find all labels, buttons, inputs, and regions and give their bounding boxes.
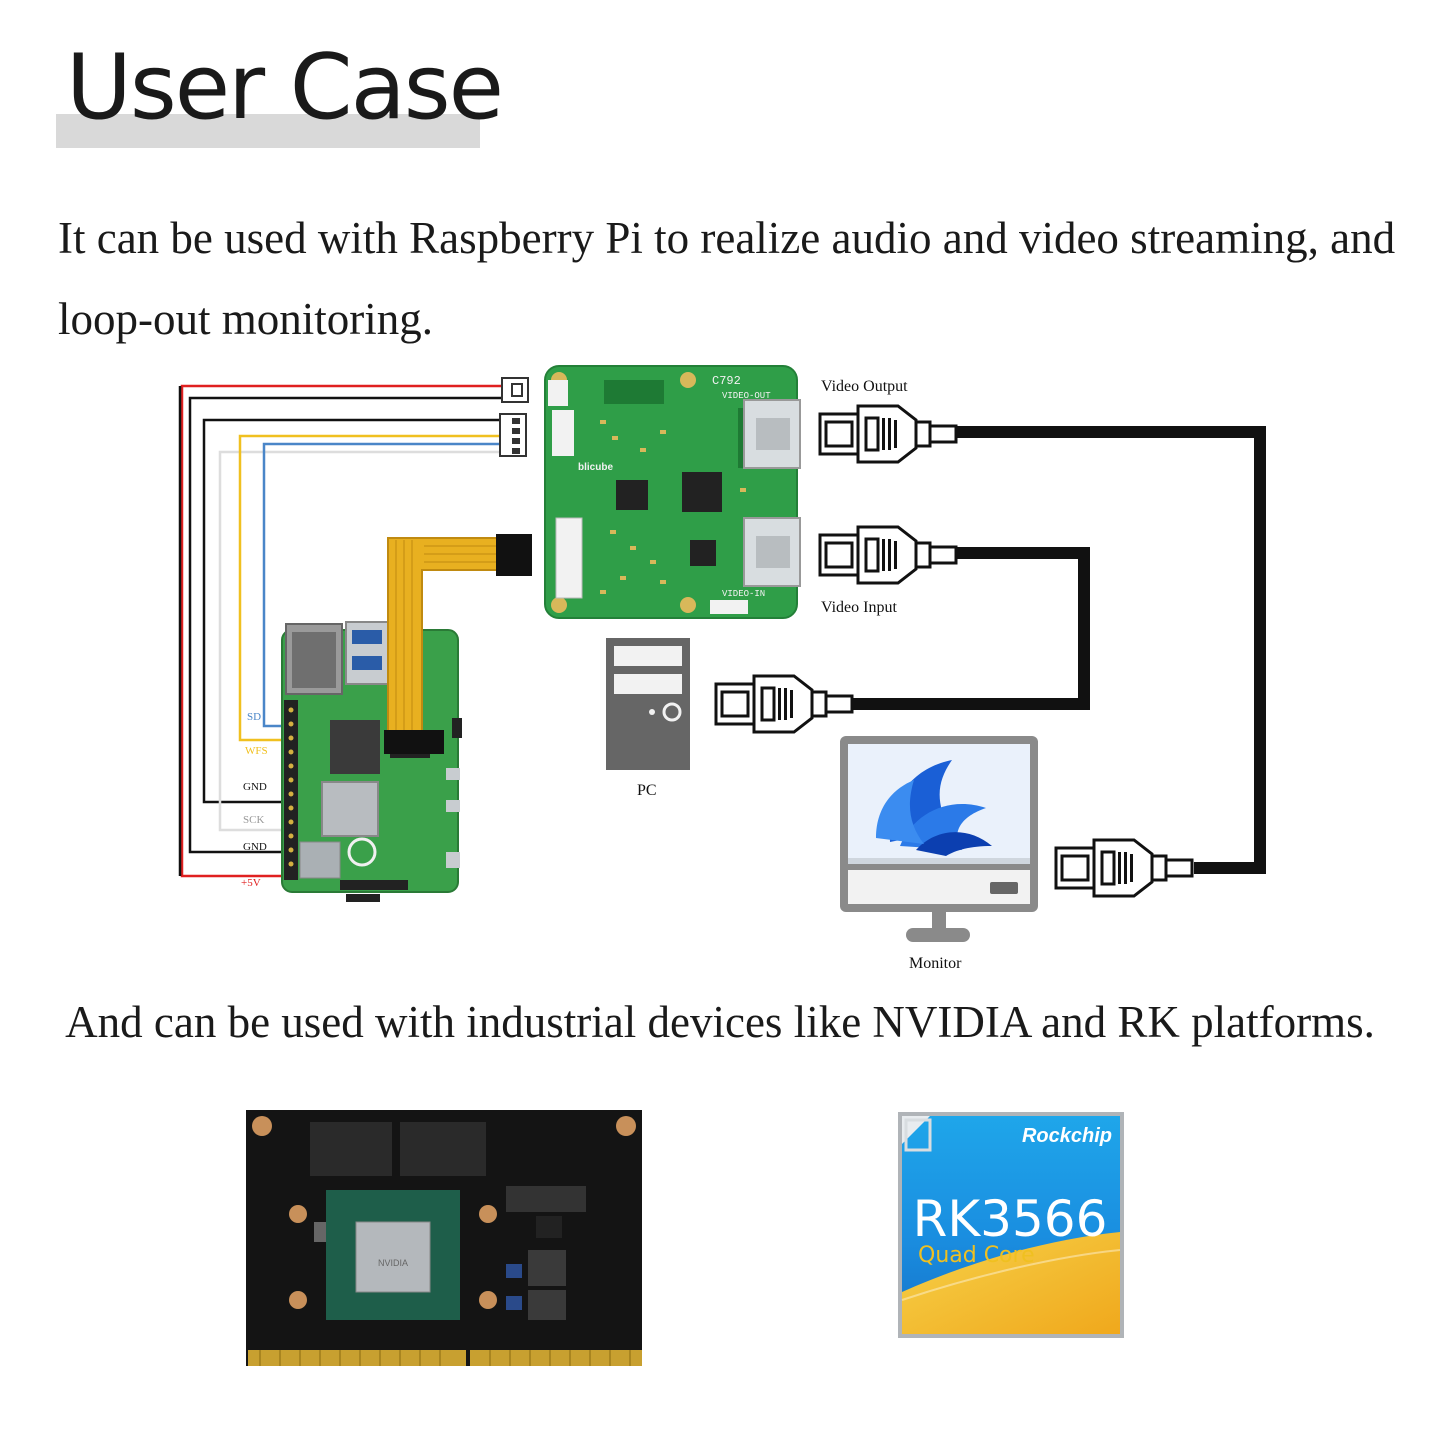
chip [690, 540, 716, 566]
raspberry-pi-board [281, 621, 462, 902]
ram-chip [330, 720, 380, 774]
rockchip-rk3566-chip: Rockchip RK3566 Quad Core [898, 1112, 1124, 1338]
memory-chip [310, 1122, 392, 1176]
mount-hole [680, 597, 696, 613]
memory-chip [400, 1122, 486, 1176]
wire-5v [180, 384, 502, 878]
wire-sck [218, 450, 500, 832]
label-pc: PC [637, 782, 657, 799]
wire-gnd-2 [202, 418, 502, 804]
nvidia-logo-text: NVIDIA [378, 1258, 408, 1268]
rockchip-brand: Rockchip [1022, 1125, 1112, 1147]
pin-label-gnd-2: GND [243, 841, 267, 853]
cable-pc-to-input [850, 547, 1090, 710]
hdmi-plug-pc [714, 674, 854, 734]
pin-label-sck: SCK [243, 814, 264, 826]
chip [616, 480, 648, 510]
wire-sd [262, 442, 500, 728]
page-title: User Case [66, 35, 504, 140]
hdmi-plug-output [818, 404, 958, 464]
ribbon-cable [384, 534, 532, 754]
rk-model: RK3566 [913, 1190, 1108, 1248]
soc-chip [321, 781, 379, 837]
label-video-output: Video Output [821, 378, 908, 395]
pin-label-gnd-1: GND [243, 781, 267, 793]
rpi-logo-icon [347, 837, 377, 867]
cable-output-to-monitor [952, 426, 1266, 874]
wire-bundle [178, 384, 502, 878]
board-port-out-label: VIDEO-OUT [722, 391, 771, 401]
pin-label-5v: +5V [241, 877, 261, 889]
pin-labels: SD WFS GND SCK GND +5V [241, 711, 268, 889]
label-video-input: Video Input [821, 599, 897, 616]
wire-connectors [499, 377, 529, 457]
hdmi-plug-monitor [1054, 838, 1194, 898]
main-chip [682, 472, 722, 512]
wire-wfs [238, 434, 500, 742]
mount-hole [252, 1116, 272, 1136]
intro-text: It can be used with Raspberry Pi to real… [58, 213, 1396, 344]
pin-label-sd: SD [247, 711, 261, 723]
c792-board: C792 VIDEO-OUT VIDEO-IN blicube [544, 365, 801, 619]
hdmi-cables [850, 426, 1266, 874]
title-underline-bar [56, 114, 480, 148]
nvidia-module: NVIDIA [246, 1110, 642, 1366]
wire-gnd-1 [188, 396, 502, 854]
rk-desc: Quad Core [918, 1243, 1035, 1268]
board-port-in-label: VIDEO-IN [722, 589, 765, 599]
pin-label-wfs: WFS [245, 745, 268, 757]
gpu-die [355, 1221, 431, 1293]
monitor-icon [840, 736, 1038, 942]
board-brand: blicube [578, 462, 613, 473]
board-model: C792 [712, 374, 741, 388]
mount-hole [680, 372, 696, 388]
label-monitor: Monitor [909, 955, 962, 972]
pc-tower-icon [606, 638, 690, 770]
gpio-header [284, 700, 298, 880]
mount-hole [551, 597, 567, 613]
platforms-text: And can be used with industrial devices … [65, 997, 1375, 1047]
mount-hole [616, 1116, 636, 1136]
windows-bloom-icon [876, 760, 992, 856]
hdmi-plug-input [818, 525, 958, 585]
